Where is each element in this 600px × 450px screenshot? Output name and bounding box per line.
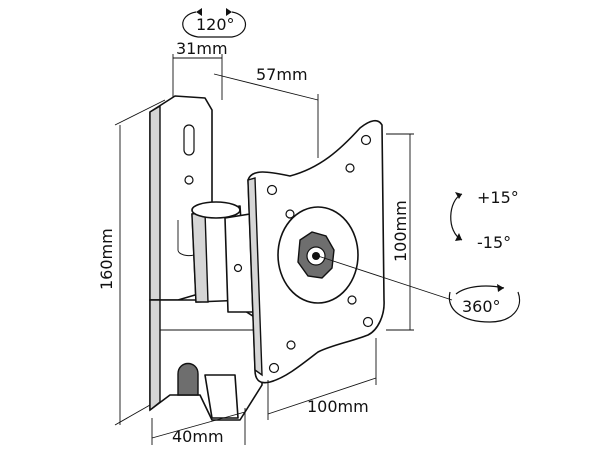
extension-57mm-label: 57mm bbox=[256, 65, 308, 84]
rotation-360-label: 360° bbox=[462, 297, 501, 316]
plate-height-label: 100mm bbox=[391, 200, 410, 262]
tilt-down-label: -15° bbox=[477, 233, 511, 252]
rotation-360-symbol: 360° bbox=[317, 255, 521, 323]
extension-57mm-dimension: 57mm bbox=[213, 65, 319, 158]
base-40mm-dimension: 40mm bbox=[151, 408, 246, 446]
tilt-symbol: +15° -15° bbox=[450, 188, 519, 252]
tilt-up-label: +15° bbox=[477, 188, 519, 207]
base-40mm-label: 40mm bbox=[172, 427, 224, 446]
plate-height-dimension: 100mm bbox=[386, 133, 414, 331]
height-160mm-dimension: 160mm bbox=[97, 99, 166, 426]
plate-width-label: 100mm bbox=[307, 397, 369, 416]
swivel-120-symbol: 120° bbox=[182, 8, 247, 38]
swivel-120-label: 120° bbox=[196, 15, 235, 34]
plate-width-dimension: 100mm bbox=[267, 338, 377, 420]
vesa-plate bbox=[247, 119, 385, 384]
depth-31mm-label: 31mm bbox=[176, 39, 228, 58]
height-160mm-label: 160mm bbox=[97, 228, 116, 290]
depth-31mm-dimension: 31mm bbox=[172, 39, 228, 122]
lower-bracket bbox=[149, 299, 263, 421]
